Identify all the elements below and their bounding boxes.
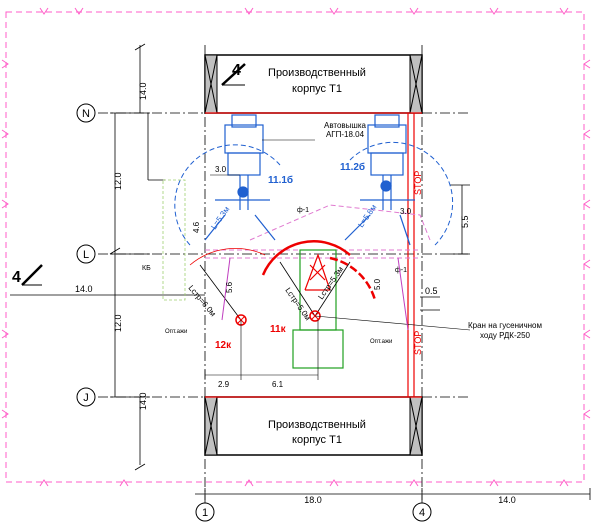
axis-bubble-4: 4 [412, 502, 432, 522]
radius-crane-3: Lстр=6.0м [186, 284, 217, 319]
dim-6-1: 6.1 [272, 380, 284, 389]
axis-label-4: 4 [419, 507, 425, 519]
radius-lift-right: L=5.8м [356, 203, 378, 229]
crane-arcs [261, 240, 377, 301]
building-bottom-title: Производственный [268, 419, 366, 431]
dim-right-5-5: 5.5 [460, 215, 470, 228]
crane-label-line1: Кран на гусеничном [468, 321, 542, 330]
section-marker-left: 4 [12, 264, 43, 286]
radius-lift-left: L=5.3м [209, 205, 231, 231]
building-top: Производственный корпус Т1 [204, 54, 423, 114]
dim-left-14-bottom: 14.0 [138, 392, 148, 410]
dim-3-0-right: 3.0 [400, 207, 412, 216]
axis-bubble-j: J [76, 387, 96, 407]
dim-5-0: 5.0 [373, 278, 382, 290]
radius-crane-2: Lстр=5.3м [316, 265, 345, 301]
dim-right-0-5: 0.5 [425, 286, 438, 296]
aerial-lift-left [204, 114, 276, 241]
phi-mark-top: ф-1 [297, 207, 309, 214]
building-top-title: Производственный [268, 67, 366, 79]
section-marker-top: 4 [221, 62, 246, 86]
dim-left-14-top: 14.0 [138, 82, 148, 100]
outer-frame [5, 11, 585, 483]
axis-bubble-n: N [76, 103, 96, 123]
building-bottom: Производственный корпус Т1 [204, 396, 423, 456]
radius-crane-1: Lстр=5.0м [283, 286, 312, 322]
dim-5-6: 5.6 [225, 281, 234, 293]
lift-left-id: 11.1б [268, 174, 293, 186]
axis-label-l: L [83, 249, 89, 261]
axis-bubble-1: 1 [195, 502, 215, 522]
crane-leader [314, 315, 471, 331]
building-bottom-subtitle: корпус Т1 [292, 434, 342, 446]
crane-pos-11k-label: 11к [270, 324, 287, 335]
outrigger-label-left: Опт.ажи [165, 329, 187, 335]
axis-label-n: N [82, 108, 90, 120]
crane-radii [199, 261, 351, 321]
lift-label-line2: АГП-18.04 [326, 130, 365, 139]
axis-label-j: J [83, 392, 89, 404]
stop-zone [407, 113, 415, 397]
phi-mark-right: ф-1 [395, 267, 407, 274]
crane-label-line2: ходу РДК-250 [480, 331, 531, 340]
dimension-bottom [195, 488, 591, 500]
dim-4-6: 4.6 [192, 221, 201, 233]
dimension-right [420, 184, 470, 311]
dim-bottom-18: 18.0 [304, 495, 322, 505]
dim-left-offset: 14.0 [75, 284, 93, 294]
lift-label-line1: Автовышка [324, 121, 367, 130]
dim-inner-bottom [204, 320, 319, 380]
aerial-lift-right [344, 114, 415, 246]
dim-3-0-left: 3.0 [215, 165, 227, 174]
outrigger-lines [221, 257, 409, 331]
dim-left-12-upper: 12.0 [113, 172, 123, 190]
outrigger-label-right: Опт.ажи [370, 339, 392, 345]
stop-label-lower: STOP [413, 331, 423, 355]
scaffold-left [162, 179, 186, 301]
lift-reach-arcs [174, 141, 454, 246]
crane-reach-thin [189, 248, 266, 266]
section-marker-left-number: 4 [12, 269, 21, 286]
kb-mark: КБ [142, 265, 151, 272]
dim-left-12-lower: 12.0 [113, 314, 123, 332]
axis-label-1: 1 [202, 507, 208, 519]
dimension-left [109, 43, 165, 471]
lift-right-id: 11.2б [340, 161, 365, 173]
section-marker-top-number: 4 [232, 62, 241, 79]
building-top-subtitle: корпус Т1 [292, 83, 342, 95]
frame-ticks [1, 7, 591, 487]
axis-bubble-l: L [76, 244, 96, 264]
dim-2-9: 2.9 [218, 380, 230, 389]
dim-bottom-14: 14.0 [498, 495, 516, 505]
crane-pos-12k-label: 12к [215, 340, 232, 351]
stop-label-upper: STOP [413, 171, 423, 195]
